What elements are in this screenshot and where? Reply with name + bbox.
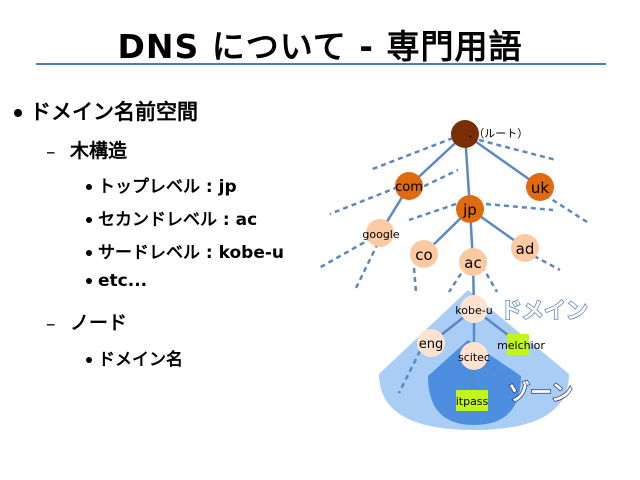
node-google [366,219,394,247]
bullet-third-level: サードレベル : kobe-u [86,238,284,263]
bullet-top-level: トップレベル : jp [86,172,237,197]
dashed-edge [354,242,380,289]
bullet-second-level: セカンドレベル : ac [86,205,257,230]
bullet-dot [86,278,92,284]
zone-region-label: ゾーン [508,380,573,406]
label-scitec: scitec [458,351,490,364]
node-uk [526,173,554,201]
itpass-highlight [456,390,488,411]
page-title: DNS について - 専門用語 [117,27,523,66]
label-jp: jp [462,201,477,219]
node-kobe-u [460,295,488,323]
bullet-domain-namespace: ドメイン名前空間 [14,96,198,126]
dashed-edge [485,202,554,212]
label-co: co [415,246,432,264]
dashed-edge [484,362,513,384]
node-jp [456,195,484,223]
bullet-dot [86,357,92,363]
bullet-label: ドメイン名 [98,350,183,370]
label-ad: ad [516,240,535,258]
bullet-domain-name: ドメイン名 [86,345,183,370]
label-kobe-u: kobe-u [455,304,492,317]
node-labels: ．（ルート） com uk jp google co ac ad kobe-u … [362,127,549,408]
title-divider [36,63,606,65]
dash-marker: – [46,140,56,163]
node-scitec [460,342,488,370]
bullet-dot [86,184,92,190]
edge-root-uk [464,132,541,189]
label-uk: uk [531,179,550,197]
dashed-edge [478,138,557,162]
bullet-label: ドメイン名前空間 [30,100,198,124]
label-itpass: itpass [456,395,489,408]
bullet-label: 木構造 [70,140,128,162]
node-ac [459,248,487,276]
bullet-dot [86,217,92,223]
dashed-edges [318,136,588,394]
bullet-etc: etc... [86,271,147,291]
dashed-edge [412,267,418,293]
domain-region-label: ドメイン [500,299,588,324]
node-ad [511,234,539,262]
dashed-edge [329,185,399,216]
node-co [410,240,438,268]
dashed-edge [408,202,457,222]
bullet-label: etc... [98,271,148,291]
dashed-edge [533,254,561,272]
zone-region [428,340,521,425]
bullet-dot [86,250,92,256]
node-eng [417,329,445,357]
bullet-dot [14,109,22,117]
dashed-edge [544,193,588,224]
dashed-edge [415,168,459,192]
dash-marker: – [46,312,56,335]
dashed-edge [397,350,422,394]
melchior-highlight [507,334,529,355]
label-ac: ac [464,254,481,272]
bullet-tree-structure: –木構造 [46,136,127,163]
bullet-label: ノード [70,312,128,334]
root-label: ．（ルート） [468,127,529,140]
dashed-edge [369,136,454,172]
label-com: com [395,180,423,195]
dashed-edge [318,236,373,270]
bullet-label: セカンドレベル : ac [98,210,258,230]
node-com [395,172,423,200]
label-melchior: melchior [497,339,545,352]
label-eng: eng [419,337,444,352]
root-node [451,120,479,148]
bullet-label: サードレベル : kobe-u [98,243,285,263]
bullet-label: トップレベル : jp [98,177,237,197]
bullet-node: –ノード [46,308,127,335]
label-google: google [362,228,399,241]
